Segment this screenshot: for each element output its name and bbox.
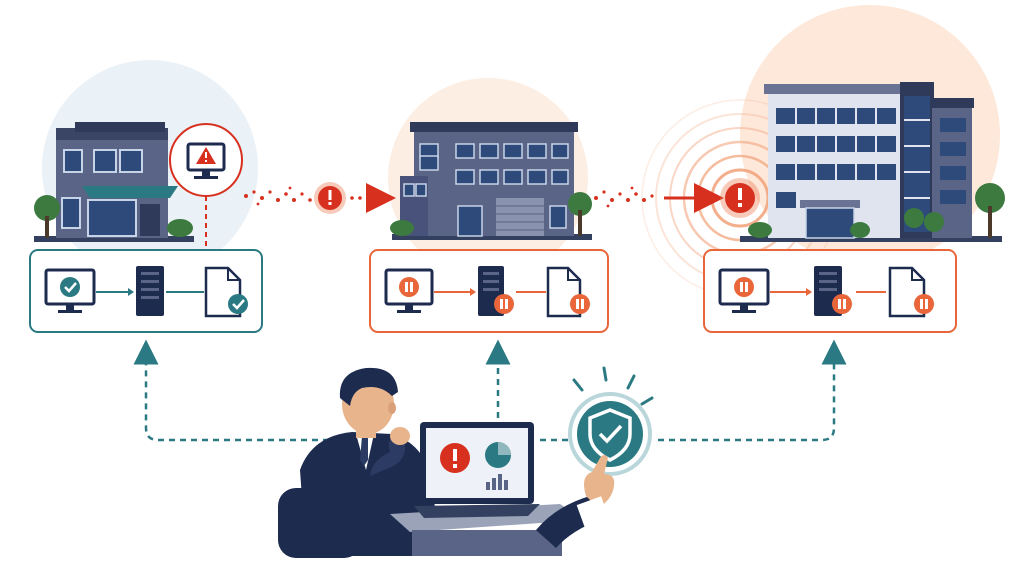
building-3 <box>740 82 1005 242</box>
building-2 <box>390 122 592 240</box>
pause-icon <box>494 294 514 314</box>
control-link-site-1 <box>133 339 340 442</box>
check-icon <box>228 294 248 314</box>
threat-spread-2 <box>594 178 760 218</box>
pause-icon <box>399 277 419 297</box>
workstation <box>390 422 600 556</box>
pause-icon <box>832 294 852 314</box>
building-1 <box>34 122 194 242</box>
isolate-shield-button[interactable] <box>568 366 654 528</box>
activation-rays <box>572 366 654 406</box>
threat-spread-1 <box>244 182 396 214</box>
alert-callout-site-1 <box>169 123 243 248</box>
pause-icon <box>734 277 754 297</box>
check-icon <box>60 277 80 297</box>
pause-icon <box>570 294 590 314</box>
bar-chart-icon <box>486 474 508 490</box>
server-icon <box>136 266 164 316</box>
control-links <box>133 339 847 442</box>
flow-panel-site-2 <box>369 249 609 333</box>
laptop <box>414 422 540 518</box>
flow-panel-site-3 <box>703 249 957 333</box>
pause-icon <box>914 294 934 314</box>
pie-chart-icon <box>485 442 511 468</box>
shield-check-icon <box>588 408 632 462</box>
pointing-hand <box>576 455 615 528</box>
control-link-site-3 <box>658 339 847 442</box>
flow-panel-site-1 <box>29 249 263 333</box>
